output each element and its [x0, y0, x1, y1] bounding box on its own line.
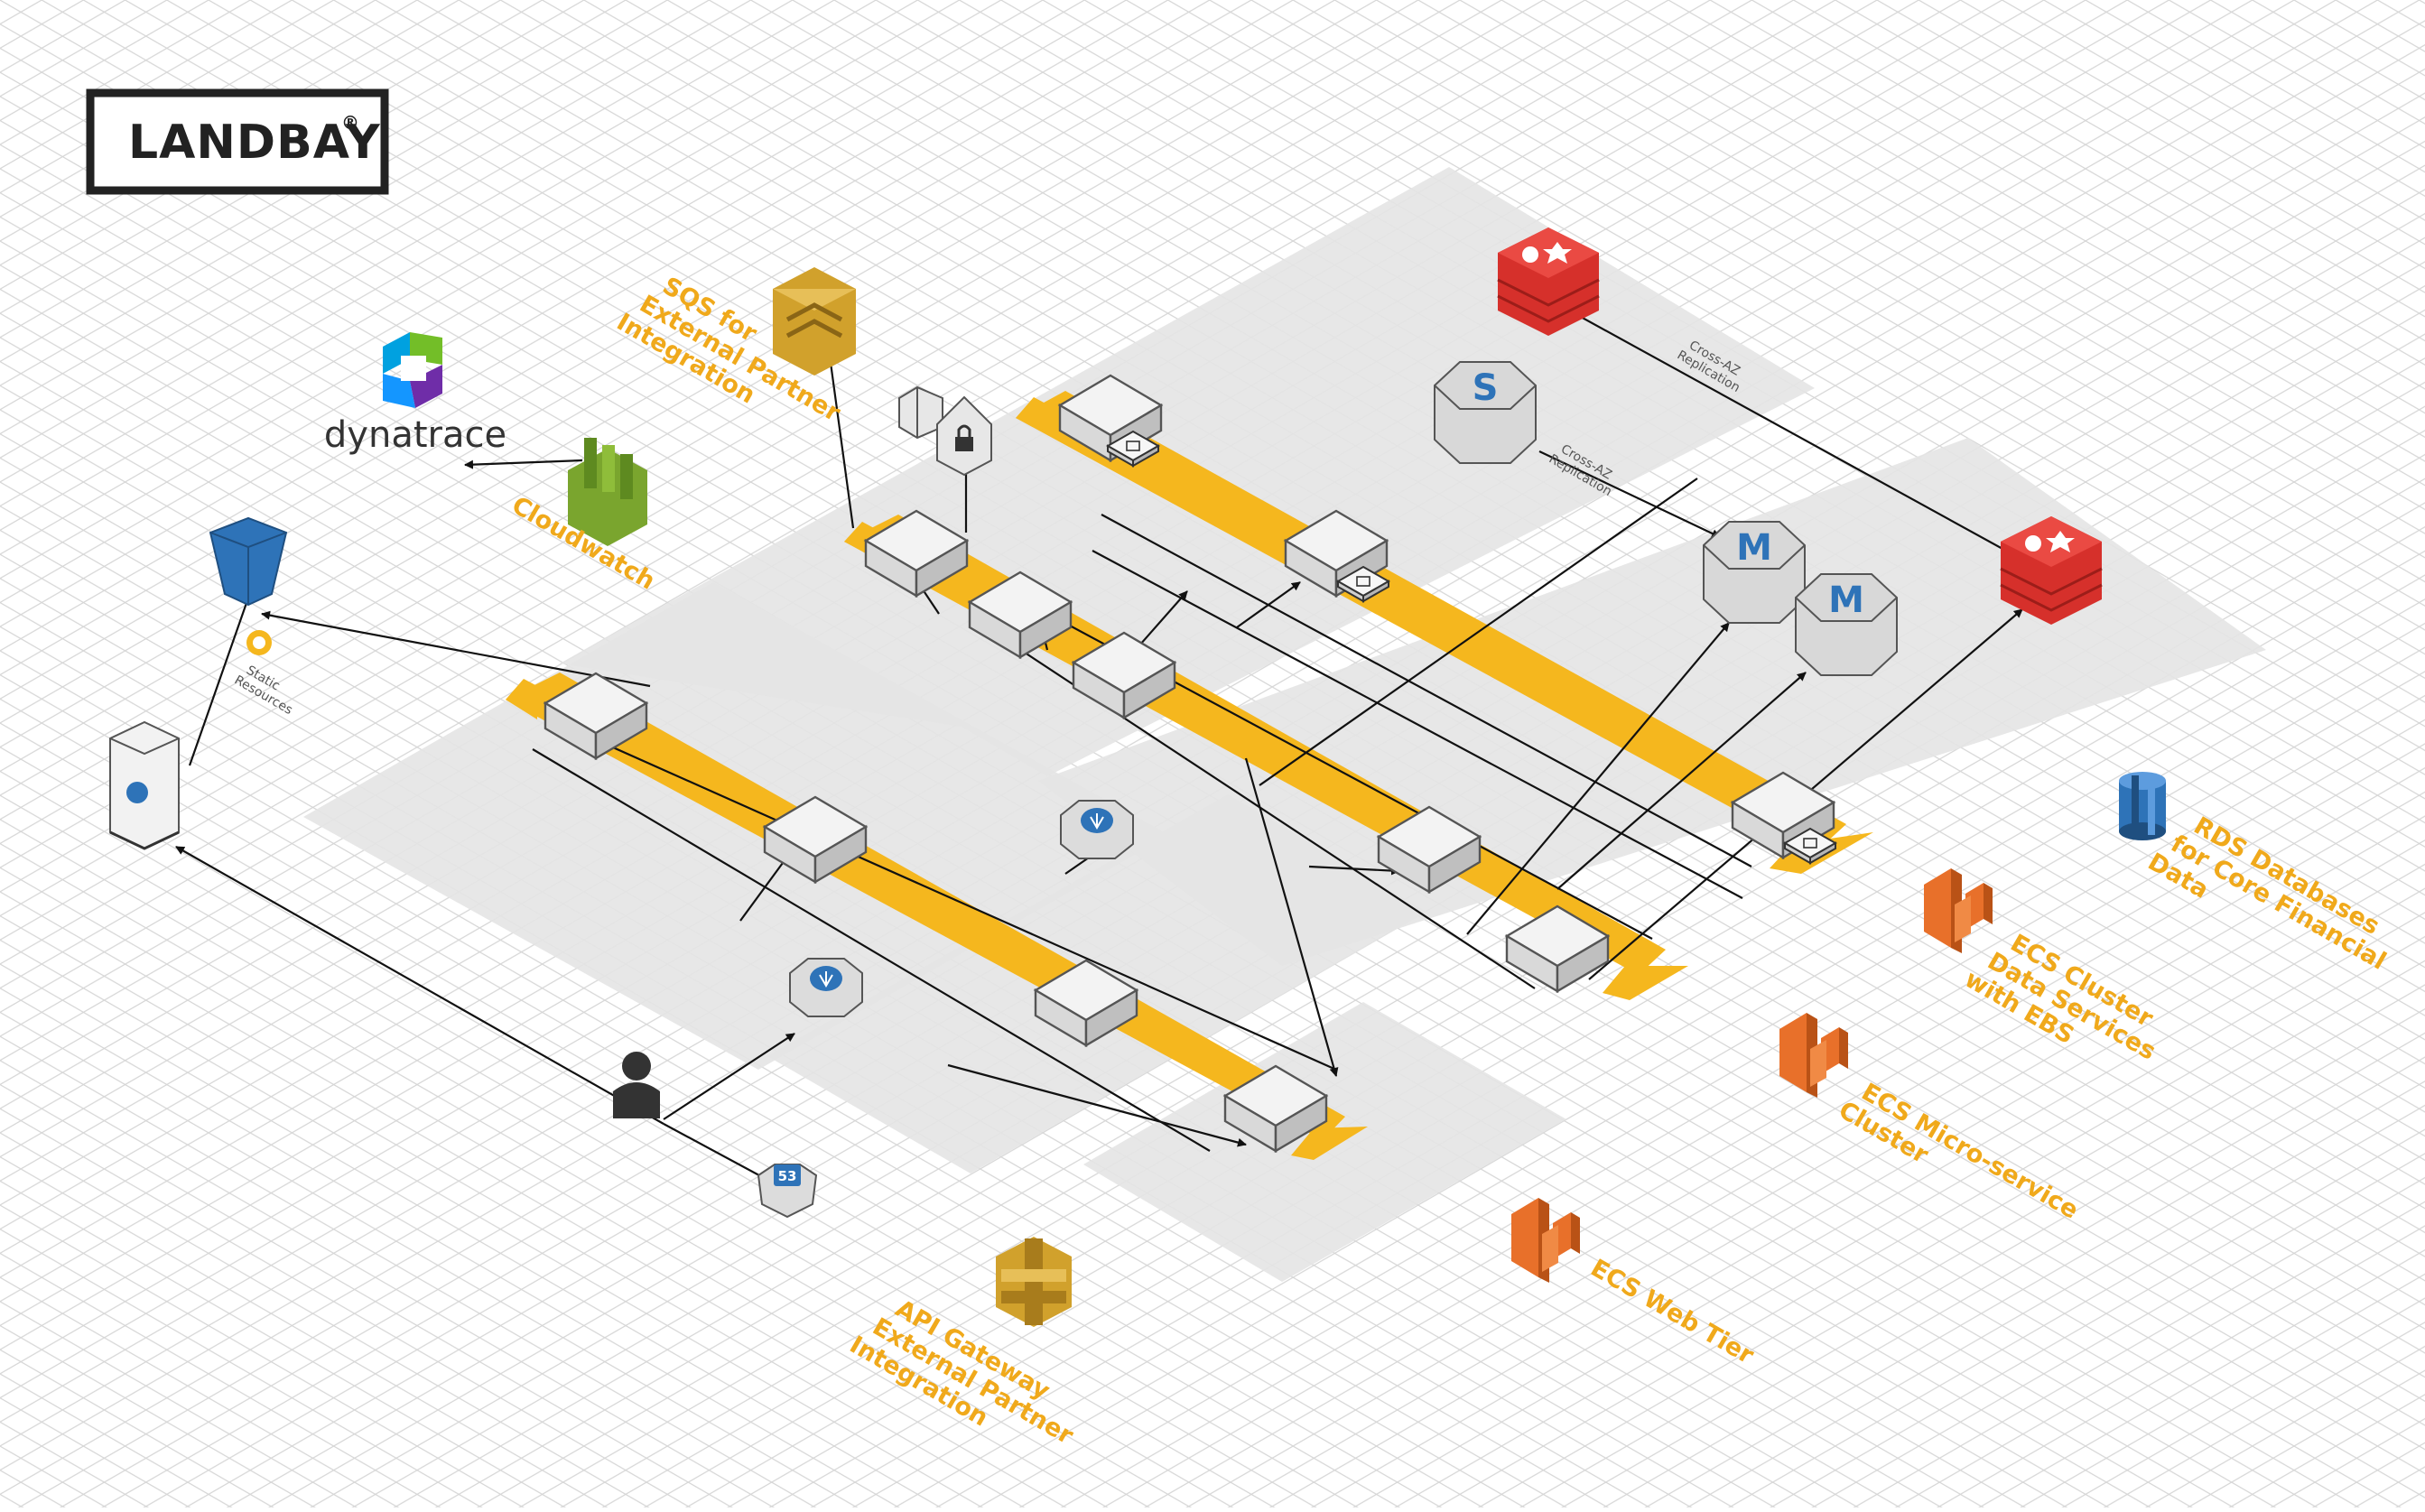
- static-resources-icon: [246, 630, 272, 655]
- lock-icon: [936, 395, 992, 477]
- s3-bucket-icon: [209, 516, 288, 607]
- dynatrace-logo: [383, 332, 442, 408]
- redis-icon: [1497, 227, 1600, 336]
- user-icon: [613, 1052, 660, 1118]
- svg-text:M: M: [1828, 580, 1864, 621]
- route53-label: 53: [778, 1168, 797, 1184]
- rds-icon: [2119, 772, 2166, 840]
- web-tier-lane: [506, 673, 1345, 1140]
- database-node-m2: M: [1795, 573, 1898, 676]
- data-services-lane: [1016, 391, 1846, 853]
- database-node-s: S: [1434, 361, 1537, 464]
- redis-icon: [2000, 516, 2103, 625]
- api-gateway-icon: [996, 1237, 1072, 1327]
- sqs-icon: [773, 267, 856, 376]
- dynatrace-wordmark: dynatrace: [324, 414, 506, 456]
- landbay-logo: LANDBAY ®: [86, 88, 389, 195]
- svg-text:S: S: [1473, 367, 1499, 409]
- load-balancer-icon: [789, 958, 863, 1017]
- svg-text:LANDBAY: LANDBAY: [128, 116, 381, 170]
- route53-icon: 53: [757, 1164, 818, 1219]
- load-balancer-icon: [1060, 800, 1134, 859]
- database-node-m1: M: [1703, 521, 1806, 624]
- waf-icon: [898, 385, 943, 440]
- svg-text:®: ®: [341, 112, 359, 134]
- cloudwatch-icon: [568, 438, 647, 546]
- svg-text:M: M: [1736, 527, 1772, 569]
- cloudfront-icon: [109, 720, 180, 850]
